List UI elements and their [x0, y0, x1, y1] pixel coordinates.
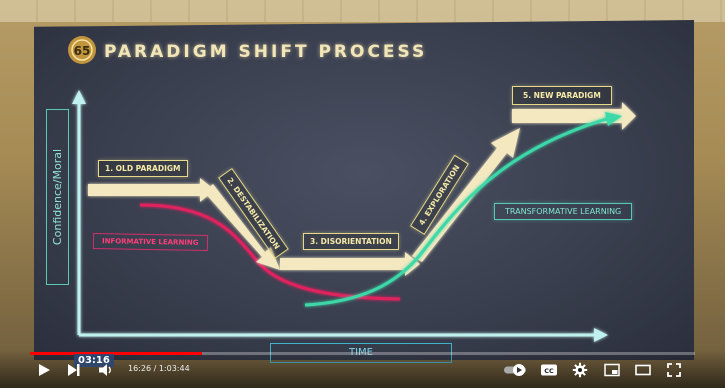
gear-icon[interactable]: [572, 362, 588, 378]
miniplayer-icon[interactable]: [604, 362, 620, 378]
paradigm-arrow: [88, 102, 636, 276]
cc-icon[interactable]: CC: [540, 362, 558, 378]
y-axis-label: Confidence/Moral: [46, 109, 69, 285]
stage-1-label: 1. OLD PARADIGM: [98, 160, 188, 177]
autoplay-toggle-icon[interactable]: [503, 362, 529, 378]
progress-played: [30, 352, 202, 355]
fullscreen-icon[interactable]: [666, 362, 682, 378]
transformative-learning-curve: [304, 112, 622, 307]
play-icon[interactable]: [36, 362, 52, 378]
y-axis: [72, 90, 86, 335]
player-controls: [0, 350, 725, 388]
room-ceiling: [0, 0, 725, 22]
stage-5-label: 5. NEW PARADIGM: [512, 86, 612, 105]
scrub-preview-time: 03:16: [74, 354, 114, 367]
next-icon[interactable]: [66, 362, 82, 378]
informative-learning-label: INFORMATIVE LEARNING: [92, 233, 208, 251]
transformative-learning-label: TRANSFORMATIVE LEARNING: [494, 203, 633, 220]
slide-title: PARADIGM SHIFT PROCESS: [104, 42, 428, 62]
svg-text:CC: CC: [544, 367, 554, 375]
progress-bar[interactable]: [30, 352, 695, 355]
svg-text:65: 65: [74, 44, 91, 58]
theater-icon[interactable]: [635, 362, 651, 378]
logo-icon: 65: [68, 36, 96, 64]
x-axis: [79, 328, 608, 342]
time-display: 16:26 / 1:03:44: [128, 364, 190, 373]
volume-icon[interactable]: [98, 362, 114, 378]
stage-3-label: 3. DISORIENTATION: [303, 233, 399, 250]
